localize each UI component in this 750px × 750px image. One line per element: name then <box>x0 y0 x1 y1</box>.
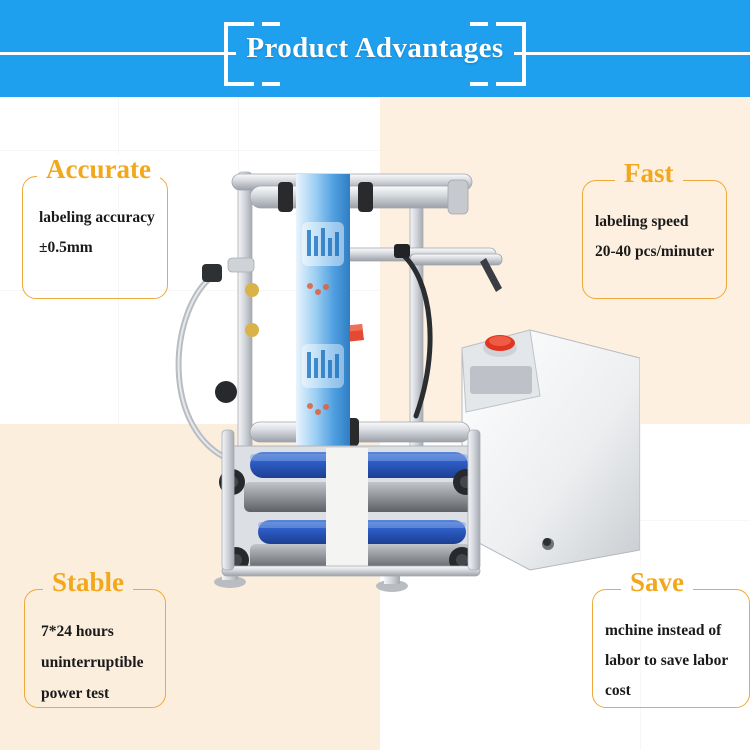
feature-card-fast-body: labeling speed 20-40 pcs/minuter <box>583 181 726 279</box>
feature-card-stable-line: power test <box>41 685 110 702</box>
feature-card-fast: Fast labeling speed 20-40 pcs/minuter <box>582 158 727 299</box>
feature-card-save: Save mchine instead of labor to save lab… <box>592 567 750 708</box>
page-title: Product Advantages <box>246 32 504 64</box>
backdrop-gridline <box>0 290 380 291</box>
backdrop-gridline <box>118 97 119 424</box>
feature-card-accurate-line: ±0.5mm <box>39 239 93 256</box>
feature-card-accurate-body: labeling accuracy ±0.5mm <box>23 177 167 275</box>
feature-card-fast-line: labeling speed <box>595 213 689 230</box>
header-bracket-left-icon <box>224 22 280 86</box>
feature-card-save-line: cost <box>605 682 631 699</box>
feature-card-save-line: mchine instead of <box>605 622 722 639</box>
feature-card-save-line: labor to save labor <box>605 652 729 669</box>
product-photo <box>110 130 640 600</box>
feature-card-save-body: mchine instead of labor to save labor co… <box>593 590 749 718</box>
feature-card-fast-title: Fast <box>615 158 683 188</box>
feature-card-stable-title: Stable <box>43 567 134 597</box>
feature-card-accurate: Accurate labeling accuracy ±0.5mm <box>22 154 168 299</box>
backdrop-gridline <box>0 150 380 151</box>
feature-card-accurate-line: labeling accuracy <box>39 209 155 226</box>
feature-card-fast-line: 20-40 pcs/minuter <box>595 243 715 260</box>
feature-card-save-title: Save <box>621 567 693 597</box>
feature-card-accurate-title: Accurate <box>37 154 160 184</box>
feature-card-stable-line: 7*24 hours <box>41 623 114 640</box>
header-title-plate <box>236 22 514 76</box>
feature-card-stable-line: uninterruptible <box>41 654 144 671</box>
feature-card-stable: Stable 7*24 hours uninterruptible power … <box>24 567 166 708</box>
header-banner: Product Advantages <box>0 0 750 97</box>
feature-card-stable-body: 7*24 hours uninterruptible power test <box>25 590 165 721</box>
header-bracket-right-icon <box>470 22 526 86</box>
